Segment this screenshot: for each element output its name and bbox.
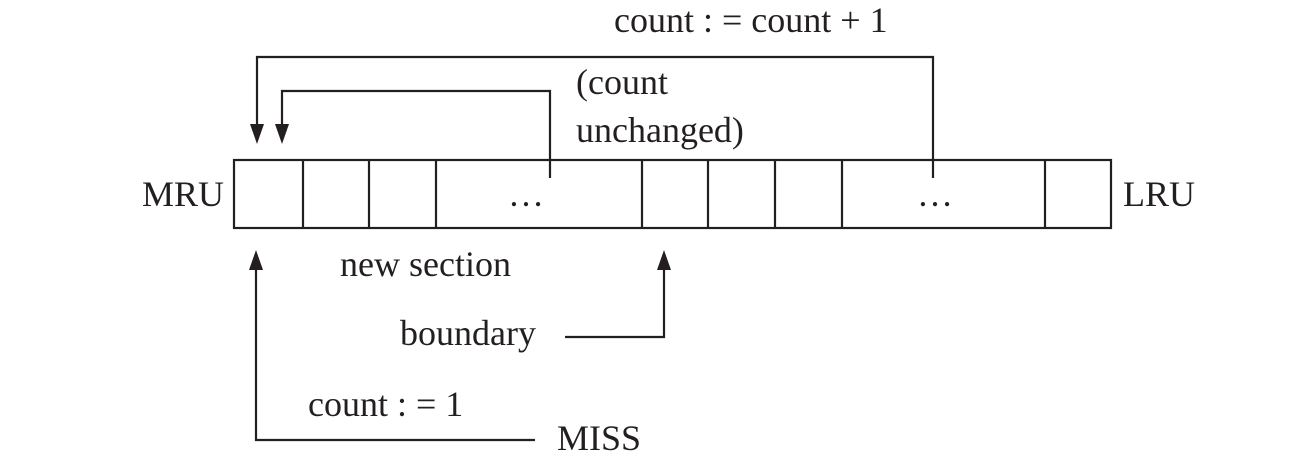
hit-old-section-arrow: [250, 55, 935, 178]
count-unchanged-label-line2: unchanged): [576, 110, 744, 150]
miss-label: MISS: [557, 418, 641, 458]
miss-arrow: [249, 250, 535, 442]
cache-row-outline: [232, 158, 1113, 230]
boundary-label: boundary: [400, 313, 536, 353]
count-unchanged-label-line1: (count: [576, 62, 668, 102]
cell-ellipsis-new-section: …: [508, 174, 544, 214]
arrow-head-icon: [250, 124, 264, 144]
arrow-head-icon: [249, 250, 263, 270]
boundary-pointer: [565, 250, 671, 339]
cell-ellipsis-old-section: …: [917, 174, 953, 214]
hit-new-section-arrow: [275, 89, 552, 178]
count-increment-label: count : = count + 1: [614, 0, 888, 40]
lru-label: LRU: [1123, 174, 1195, 214]
arrow-head-icon: [657, 250, 671, 270]
mru-label: MRU: [142, 174, 224, 214]
new-section-label: new section: [340, 244, 511, 284]
count-reset-label: count : = 1: [308, 384, 463, 424]
arrow-head-icon: [275, 124, 289, 144]
cache-row: … …: [232, 158, 1113, 230]
